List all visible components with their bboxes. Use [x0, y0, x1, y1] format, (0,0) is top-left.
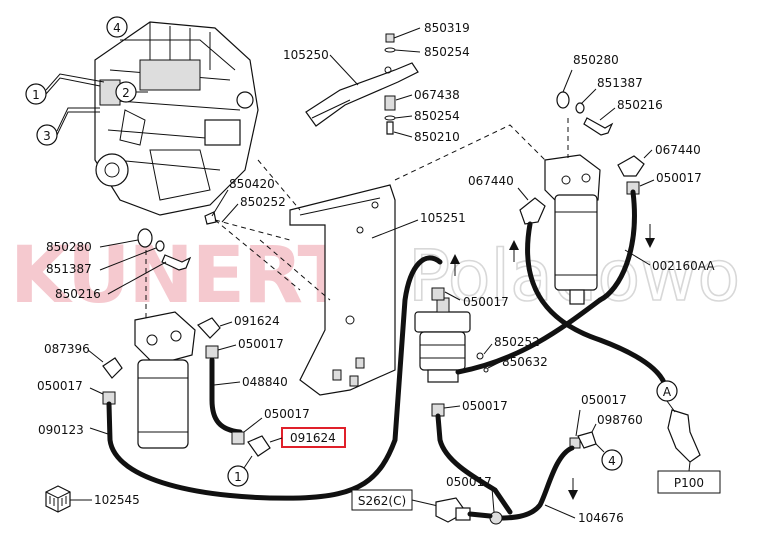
part-label-050017-b: 050017	[264, 407, 310, 421]
part-label-050017-d: 050017	[581, 393, 627, 407]
part-label-067438: 067438	[414, 88, 460, 102]
part-label-002160AA: 002160AA	[652, 259, 715, 273]
fuel-filter-left	[134, 311, 196, 449]
nut-050017-pump	[431, 287, 445, 301]
engine-illustration	[94, 21, 259, 216]
part-label-067440-left: 067440	[468, 174, 514, 188]
bolt-850210	[386, 121, 394, 135]
hose-s262-link	[467, 511, 493, 519]
part-label-102545: 102545	[94, 493, 140, 507]
highlight-box-091624	[281, 427, 346, 448]
part-label-850254-top: 850254	[424, 45, 470, 59]
part-label-087396: 087396	[44, 342, 90, 356]
callout-3-engine-label: 3	[43, 129, 51, 143]
fuel-pump	[414, 297, 471, 383]
part-label-850210: 850210	[414, 130, 460, 144]
part-label-850216-right: 850216	[617, 98, 663, 112]
part-label-850280-left: 850280	[46, 240, 92, 254]
washer-850280-right	[556, 91, 570, 109]
nut-050017-e	[489, 511, 503, 525]
nut-050017-a	[205, 345, 219, 359]
part-label-850254-mid: 850254	[414, 109, 460, 123]
nut-050017-d	[569, 437, 581, 449]
watermark-brand-red: KUNERT	[10, 231, 351, 321]
part-label-105250: 105250	[283, 48, 329, 62]
callout-1-lower	[227, 465, 249, 487]
bolt-850216-right	[583, 117, 614, 136]
bolt-850216-left	[161, 254, 192, 271]
part-label-104676: 104676	[578, 511, 624, 525]
fitting-067440-left	[519, 197, 546, 225]
part-label-050017-e: 050017	[446, 475, 492, 489]
hose-104676	[495, 445, 575, 521]
part-label-851387-right: 851387	[597, 76, 643, 90]
callout-4-lower-label: 4	[608, 454, 616, 468]
part-label-090123: 090123	[38, 423, 84, 437]
bracket-105250	[305, 62, 419, 127]
fitting-098760	[577, 431, 597, 449]
callout-2-engine-label: 2	[122, 86, 130, 100]
box-p100-label: P100	[674, 476, 704, 490]
part-label-050017-pump: 050017	[463, 295, 509, 309]
part-label-850632: 850632	[502, 355, 548, 369]
kit-box-102545	[45, 485, 71, 513]
part-label-850420: 850420	[229, 177, 275, 191]
box-s262-label: S262(C)	[358, 494, 406, 508]
part-label-050017-c: 050017	[462, 399, 508, 413]
hose-pump-to-filter	[455, 297, 603, 375]
washer-851387-left	[155, 240, 165, 252]
nut-850319	[385, 33, 395, 43]
part-label-098760: 098760	[597, 413, 643, 427]
part-label-050017-a: 050017	[238, 337, 284, 351]
washer-850280-left	[137, 228, 153, 248]
washer-851387-right	[575, 102, 585, 114]
fuel-filter-right	[544, 154, 601, 305]
hose-090123	[106, 255, 443, 501]
part-label-850280-right: 850280	[573, 53, 619, 67]
part-label-091624-top: 091624	[234, 314, 280, 328]
callout-1-engine-label: 1	[32, 88, 40, 102]
hose-pump-outlet	[435, 413, 513, 515]
fitting-091624-highlight	[247, 435, 271, 457]
part-label-050017-right: 050017	[656, 171, 702, 185]
hose-right-loop	[525, 221, 668, 388]
bracket-105251	[289, 184, 396, 396]
bolt-850420	[204, 211, 217, 225]
part-label-105251: 105251	[420, 211, 466, 225]
callout-4-lower	[601, 449, 623, 471]
part-label-091624-highlight: 091624	[290, 431, 336, 445]
part-label-851387-left: 851387	[46, 262, 92, 276]
part-label-067440-right: 067440	[655, 143, 701, 157]
fitting-067440-right	[617, 155, 645, 177]
callout-4-engine-label: 4	[113, 21, 121, 35]
connector-p100	[667, 409, 701, 463]
part-label-048840: 048840	[242, 375, 288, 389]
callout-1-lower-label: 1	[234, 470, 242, 484]
callout-A-label: A	[663, 385, 672, 399]
part-label-050017-left: 050017	[37, 379, 83, 393]
hose-048840	[209, 357, 243, 435]
hose-002160AA	[597, 189, 637, 303]
part-label-850216-left: 850216	[55, 287, 101, 301]
part-label-850252-top: 850252	[240, 195, 286, 209]
nut-050017-b	[231, 431, 245, 445]
fitting-087396	[102, 357, 123, 379]
callout-4-engine	[106, 16, 128, 38]
spacer-067438	[384, 95, 396, 111]
part-label-850319: 850319	[424, 21, 470, 35]
fitting-091624-top	[197, 317, 221, 339]
